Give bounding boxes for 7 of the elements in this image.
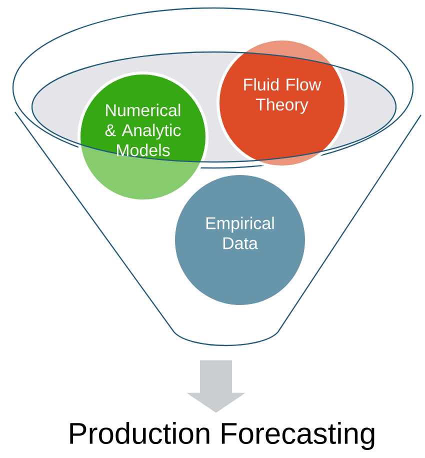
- circle: [78, 72, 208, 202]
- circle: [175, 175, 305, 305]
- circle-label: Fluid Flow Theory: [244, 78, 322, 114]
- circle-label: Empirical Data: [206, 216, 274, 250]
- circle: [216, 38, 348, 168]
- title-text: Production Forecasting: [70, 422, 374, 450]
- circle-label: Numerical & Analytic Models: [105, 104, 181, 156]
